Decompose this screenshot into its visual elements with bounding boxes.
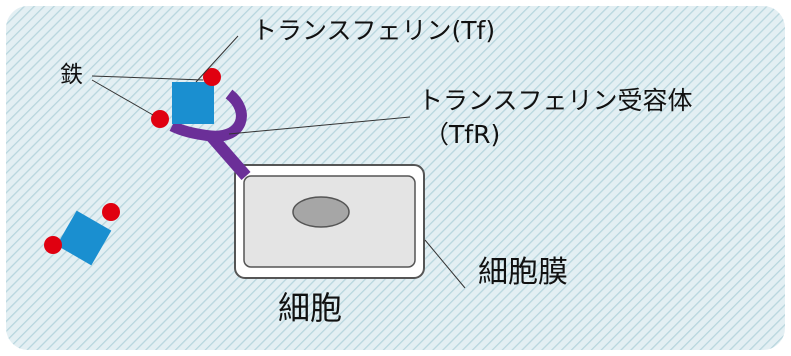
iron-label: 鉄 [60,62,83,88]
transferrin-square [172,82,214,124]
transferrin-square [56,210,112,266]
transferrin-label: トランスフェリン(Tf) [252,16,496,45]
transferrin-receptor [169,89,251,180]
leader-lines [91,35,466,289]
cell-membrane-label: 細胞膜 [478,255,568,290]
cell [234,164,425,279]
transferrin-free [44,203,120,266]
receptor-stem [206,132,251,180]
membrane-leader-line [424,239,466,289]
receptor-leader-line [228,116,411,135]
iron-dot [151,110,169,128]
cell-label: 細胞 [278,289,343,327]
iron-dot [203,68,221,86]
transferrin-bound [151,68,221,128]
iron-dot [44,236,62,254]
iron-leader-line [91,75,204,81]
transferrin-receptor-label: トランスフェリン受容体 [418,86,693,115]
iron-leader-line [91,79,154,116]
receptor-arms [169,89,247,142]
transferrin-receptor-abbrev-label: （TfR) [424,120,501,149]
nucleus [292,196,350,228]
transferrin-leader-line [195,35,239,83]
iron-dot [102,203,120,221]
